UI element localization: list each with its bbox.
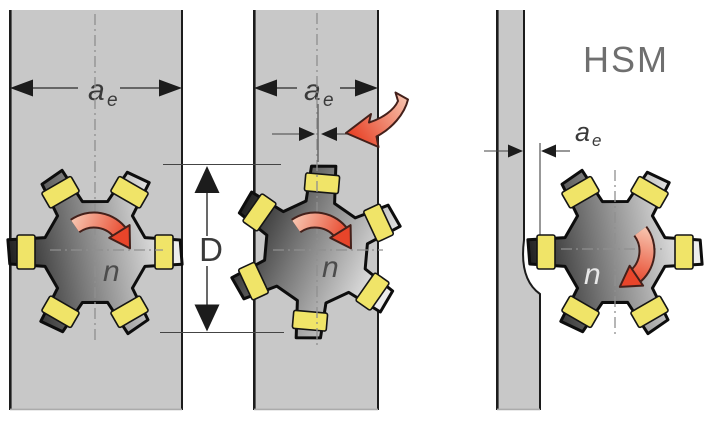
ae-label: a: [575, 117, 590, 147]
dim-arrowhead-left: [321, 127, 337, 141]
dim-arrowhead-left: [10, 79, 33, 97]
dim-arrowhead-right: [299, 127, 315, 141]
dim-arrowhead-up: [194, 166, 220, 193]
ae-label-subscript: e: [323, 90, 334, 111]
ae-label: a: [304, 74, 321, 107]
diameter-dimension: D: [160, 163, 284, 334]
dim-arrowhead-down: [194, 304, 220, 332]
dim-arrowhead-left: [541, 144, 556, 158]
spindle-speed-label: n: [103, 255, 120, 288]
panel-hsm: [495, 10, 541, 411]
milling-cutter-middle: [216, 148, 416, 356]
dim-arrowhead-left: [254, 79, 277, 97]
dim-arrowhead-right: [355, 79, 378, 97]
hsm-title: HSM: [583, 39, 669, 80]
feed-arrow-icon: [345, 91, 409, 148]
wall-right-edge: [522, 10, 541, 410]
diameter-label: D: [199, 231, 223, 268]
dim-arrowhead-right: [159, 79, 182, 97]
workpiece-wall-hsm: [496, 10, 540, 410]
spindle-speed-label: n: [584, 258, 601, 291]
ae-dimension-left: a e: [10, 74, 182, 111]
ae-label-subscript: e: [107, 90, 118, 111]
ae-label: a: [88, 74, 105, 107]
ae-dimension-hsm: a e: [484, 117, 601, 252]
dim-arrowhead-right: [508, 144, 523, 158]
ae-label-subscript: e: [592, 131, 601, 150]
spindle-speed-label: n: [322, 251, 339, 284]
